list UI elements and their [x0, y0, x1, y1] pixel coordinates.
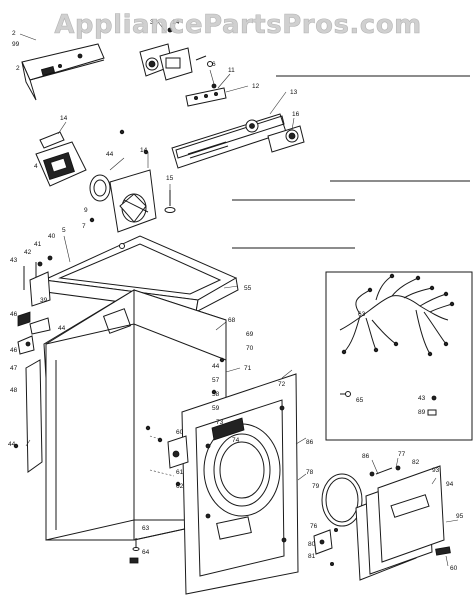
callout-47: 47	[10, 365, 18, 372]
callout-77: 77	[398, 451, 406, 458]
callout-12: 12	[252, 83, 260, 90]
callout-86: 86	[362, 453, 370, 460]
callout-14: 14	[60, 115, 68, 122]
front-panel	[181, 373, 299, 595]
callout-89: 89	[418, 409, 426, 416]
callout-46-top: 46	[10, 311, 18, 318]
callout-4: 4	[34, 163, 38, 170]
callout-73: 73	[216, 419, 224, 426]
callout-11: 11	[228, 67, 235, 74]
callout-5: 5	[62, 227, 66, 234]
side-panel-left	[25, 359, 43, 473]
callout-72: 72	[278, 381, 286, 388]
callout-82: 82	[412, 459, 420, 466]
callout-9: 9	[84, 207, 88, 214]
callout-68: 68	[228, 317, 236, 324]
callout-2b: 2	[16, 65, 20, 72]
wiring-harness-inset	[325, 271, 473, 441]
callout-74: 74	[232, 437, 240, 444]
callout-14b: 14	[140, 147, 148, 154]
callout-60: 60	[176, 429, 184, 436]
callout-76: 76	[310, 523, 318, 530]
callout-44: 44	[106, 151, 114, 158]
callout-7: 7	[82, 223, 86, 230]
callout-63: 63	[142, 525, 150, 532]
callout-95: 95	[456, 513, 464, 520]
callout-99: 99	[12, 41, 20, 48]
callout-15: 15	[166, 175, 174, 182]
callout-62: 62	[176, 483, 184, 490]
callout-81: 81	[308, 553, 316, 560]
callout-3: 3	[150, 19, 154, 26]
callout-65: 65	[356, 397, 364, 404]
callout-46: 46	[10, 347, 18, 354]
callout-13: 13	[290, 89, 298, 96]
callout-59: 59	[212, 405, 220, 412]
callout-71: 71	[244, 365, 252, 372]
callout-64: 64	[142, 549, 150, 556]
callout-2: 2	[12, 30, 16, 37]
mounting-bolt	[164, 190, 176, 213]
callout-41: 41	[34, 241, 42, 248]
callout-16: 16	[292, 111, 300, 118]
console-rear-panel	[21, 43, 105, 101]
door-gasket	[321, 473, 363, 527]
callout-61: 61	[176, 469, 184, 476]
callout-44-c: 44	[8, 441, 16, 448]
door-assembly	[355, 465, 451, 581]
callout-43-b: 43	[418, 395, 426, 402]
callout-60-b: 60	[450, 565, 458, 572]
callout-14-top: 14	[172, 19, 180, 26]
door-hinge	[313, 528, 338, 567]
callout-6: 6	[212, 61, 216, 68]
callout-40: 40	[48, 233, 56, 240]
callout-86-a: 86	[306, 439, 314, 446]
callout-57: 57	[212, 377, 220, 384]
control-knob	[267, 125, 305, 153]
callout-93: 93	[432, 467, 440, 474]
leader-lines	[19, 21, 459, 567]
timer-assembly	[139, 27, 217, 89]
callout-80: 80	[308, 541, 316, 548]
fasteners	[13, 129, 225, 449]
switch-assembly	[149, 435, 189, 487]
control-panel	[171, 113, 287, 169]
callout-43: 43	[10, 257, 18, 264]
callout-94: 94	[446, 481, 454, 488]
callout-42: 42	[24, 249, 32, 256]
callout-39: 39	[40, 297, 48, 304]
callout-58: 58	[212, 391, 220, 398]
motor-assembly	[35, 131, 87, 187]
callout-44-b: 44	[58, 325, 66, 332]
hinge-parts	[17, 255, 53, 355]
exhaust-duct	[89, 169, 157, 233]
callout-70: 70	[246, 345, 254, 352]
callout-48: 48	[10, 387, 18, 394]
callout-78: 78	[306, 469, 314, 476]
callout-79: 79	[312, 483, 320, 490]
leveling-leg	[129, 538, 140, 564]
callout-55: 55	[244, 285, 252, 292]
callout-69: 69	[246, 331, 254, 338]
callout-44-d: 44	[212, 363, 220, 370]
console-label	[185, 87, 227, 107]
callout-63-harness: 63	[358, 311, 366, 318]
callout-labels: 2 99 2 3 14 6 11 12 13 16 14 4 44 14 15 …	[8, 19, 464, 572]
